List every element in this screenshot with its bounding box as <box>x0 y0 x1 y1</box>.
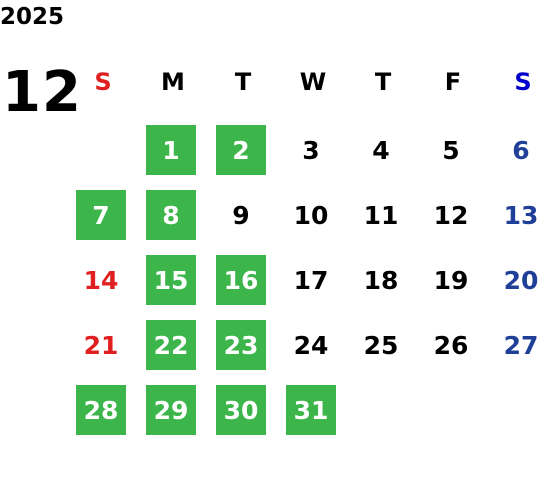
weekday-header: S M T W T F S <box>0 62 548 102</box>
day-cell-19: 19 <box>433 265 469 295</box>
day-cell-13: 13 <box>503 200 539 230</box>
day-cell-17: 17 <box>293 265 329 295</box>
day-cell-12: 12 <box>433 200 469 230</box>
day-cell-6: 6 <box>512 135 530 165</box>
day-cell-28: 28 <box>76 385 126 435</box>
day-cell-30: 30 <box>216 385 266 435</box>
month-number: 12 <box>2 60 82 125</box>
day-cell-9: 9 <box>232 200 250 230</box>
day-cell-8: 8 <box>146 190 196 240</box>
day-cell-22: 22 <box>146 320 196 370</box>
weekday-monday: M <box>161 68 185 96</box>
weekday-friday: F <box>444 68 462 96</box>
day-cell-21: 21 <box>83 330 119 360</box>
day-cell-31: 31 <box>286 385 336 435</box>
day-cell-2: 2 <box>216 125 266 175</box>
day-cell-24: 24 <box>293 330 329 360</box>
day-cell-15: 15 <box>146 255 196 305</box>
day-cell-5: 5 <box>442 135 460 165</box>
weekday-sunday: S <box>94 68 112 96</box>
weekday-tuesday: T <box>234 68 252 96</box>
year-label: 2025 <box>0 4 65 30</box>
day-cell-11: 11 <box>363 200 399 230</box>
weekday-thursday: T <box>374 68 392 96</box>
day-cell-20: 20 <box>503 265 539 295</box>
weekday-wednesday: W <box>299 68 327 96</box>
day-cell-26: 26 <box>433 330 469 360</box>
day-cell-16: 16 <box>216 255 266 305</box>
weekday-saturday: S <box>514 68 532 96</box>
day-cell-25: 25 <box>363 330 399 360</box>
day-cell-7: 7 <box>76 190 126 240</box>
day-cell-27: 27 <box>503 330 539 360</box>
day-cell-29: 29 <box>146 385 196 435</box>
day-cell-18: 18 <box>363 265 399 295</box>
day-cell-3: 3 <box>302 135 320 165</box>
day-cell-10: 10 <box>293 200 329 230</box>
day-cell-23: 23 <box>216 320 266 370</box>
day-cell-4: 4 <box>372 135 390 165</box>
day-cell-1: 1 <box>146 125 196 175</box>
day-cell-14: 14 <box>83 265 119 295</box>
